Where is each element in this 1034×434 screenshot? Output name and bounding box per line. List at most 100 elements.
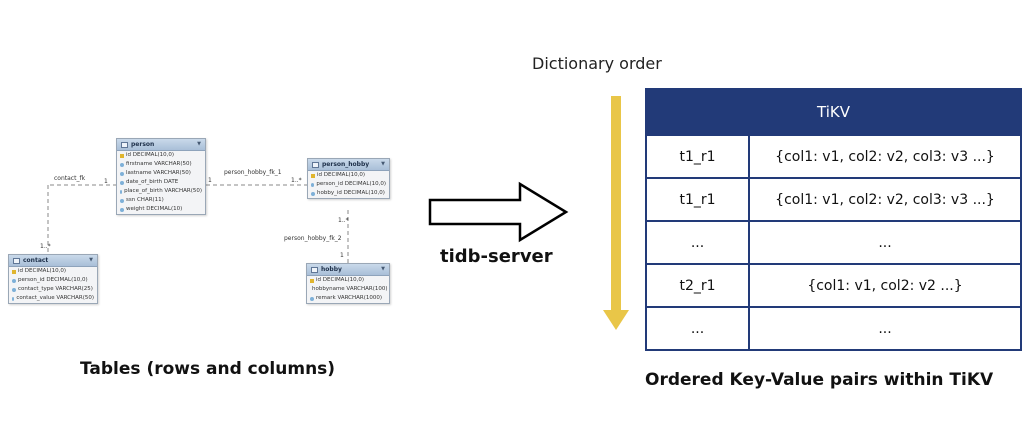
er-column-label: ssn CHAR(11) (126, 197, 164, 203)
er-column-label: weight DECIMAL(10) (126, 206, 183, 212)
chevron-down-icon: ▼ (381, 266, 385, 272)
kv-key-cell: t1_r1 (647, 179, 750, 220)
er-column-label: hobby_id DECIMAL(10,0) (317, 190, 385, 196)
er-table-hobby: hobby ▼ id DECIMAL(10,0) hobbyname VARCH… (306, 263, 390, 304)
table-row: t1_r1 {col1: v1, col2: v2, col3: v3 ...} (647, 177, 1020, 220)
cardinality-label: 1..* (338, 217, 349, 224)
cardinality-label: 1 (208, 177, 212, 184)
er-column: hobbyname VARCHAR(100) (307, 285, 389, 294)
er-column: hobby_id DECIMAL(10,0) (308, 189, 389, 198)
cardinality-label: 1..* (40, 243, 51, 250)
er-column-label: date_of_birth DATE (126, 179, 179, 185)
dictionary-order-label: Dictionary order (532, 54, 662, 73)
er-column: place_of_birth VARCHAR(50) (117, 187, 205, 196)
er-column-label: lastname VARCHAR(50) (126, 170, 191, 176)
er-column-label: firstname VARCHAR(50) (126, 161, 192, 167)
er-column-label: id DECIMAL(10,0) (317, 172, 366, 178)
primary-key-icon (310, 278, 314, 283)
er-column-label: person_id DECIMAL(10,0) (316, 181, 386, 187)
kv-value-cell: {col1: v1, col2: v2, col3: v3 ...} (775, 148, 995, 165)
tikv-table-title: TiKV (647, 90, 1020, 134)
er-column: contact_type VARCHAR(25) (9, 285, 97, 294)
er-table-contact: contact ▼ id DECIMAL(10,0) person_id DEC… (8, 254, 98, 304)
er-table-header: contact ▼ (9, 255, 97, 267)
cardinality-label: 1..* (291, 177, 302, 184)
er-table-header: person ▼ (117, 139, 205, 151)
er-column: ssn CHAR(11) (117, 196, 205, 205)
tikv-table: TiKV t1_r1 {col1: v1, col2: v2, col3: v3… (645, 88, 1022, 351)
chevron-down-icon: ▼ (381, 161, 385, 167)
kv-value-cell: ... (878, 234, 892, 251)
er-table-person-hobby: person_hobby ▼ id DECIMAL(10,0) person_i… (307, 158, 390, 199)
table-icon (121, 141, 128, 148)
er-column: remark VARCHAR(1000) (307, 294, 389, 303)
er-column: date_of_birth DATE (117, 178, 205, 187)
er-column-label: person_id DECIMAL(10,0) (18, 277, 88, 283)
er-column: person_id DECIMAL(10,0) (308, 180, 389, 189)
er-column: id DECIMAL(10,0) (117, 151, 205, 160)
er-column-label: id DECIMAL(10,0) (316, 277, 365, 283)
kv-value-cell: ... (878, 320, 892, 337)
column-icon (12, 287, 16, 292)
kv-key-cell: ... (647, 308, 750, 349)
relation-label-person-hobby-fk-2: person_hobby_fk_2 (284, 235, 342, 242)
primary-key-icon (12, 269, 16, 274)
column-icon (120, 198, 124, 203)
er-column-label: hobbyname VARCHAR(100) (312, 286, 388, 292)
table-icon (311, 266, 318, 273)
table-icon (312, 161, 319, 168)
primary-key-icon (311, 173, 315, 178)
chevron-down-icon: ▼ (89, 257, 93, 263)
relation-label-person-hobby-fk-1: person_hobby_fk_1 (224, 169, 282, 176)
column-icon (120, 180, 124, 185)
table-row: ... ... (647, 306, 1020, 349)
tidb-server-label: tidb-server (440, 246, 553, 267)
er-column: person_id DECIMAL(10,0) (9, 276, 97, 285)
kv-value-cell: {col1: v1, col2: v2 ...} (807, 277, 963, 294)
er-column-label: place_of_birth VARCHAR(50) (124, 188, 202, 194)
table-row: t1_r1 {col1: v1, col2: v2, col3: v3 ...} (647, 134, 1020, 177)
er-column-label: id DECIMAL(10,0) (18, 268, 67, 274)
er-column: contact_value VARCHAR(50) (9, 294, 97, 303)
table-row: ... ... (647, 220, 1020, 263)
er-column: lastname VARCHAR(50) (117, 169, 205, 178)
er-column: id DECIMAL(10,0) (308, 171, 389, 180)
chevron-down-icon: ▼ (197, 141, 201, 147)
er-column: id DECIMAL(10,0) (9, 267, 97, 276)
er-column-label: contact_value VARCHAR(50) (16, 295, 94, 301)
table-icon (13, 257, 20, 264)
tables-caption: Tables (rows and columns) (80, 359, 336, 379)
column-icon (120, 189, 123, 194)
foreign-key-icon (12, 278, 16, 283)
kv-caption: Ordered Key-Value pairs within TiKV (645, 370, 994, 390)
kv-key-cell: ... (647, 222, 750, 263)
er-table-name: contact (23, 257, 49, 264)
cardinality-label: 1 (104, 178, 108, 185)
kv-key-cell: t2_r1 (647, 265, 750, 306)
table-row: t2_r1 {col1: v1, col2: v2 ...} (647, 263, 1020, 306)
er-column: firstname VARCHAR(50) (117, 160, 205, 169)
right-arrow-icon (428, 181, 569, 243)
er-column-label: id DECIMAL(10,0) (126, 152, 175, 158)
kv-key-cell: t1_r1 (647, 136, 750, 177)
er-column: id DECIMAL(10,0) (307, 276, 389, 285)
er-table-name: hobby (321, 266, 342, 273)
er-column: weight DECIMAL(10) (117, 205, 205, 214)
cardinality-label: 1 (340, 252, 344, 259)
foreign-key-icon (311, 191, 315, 196)
er-table-name: person_hobby (322, 161, 370, 168)
column-icon (120, 171, 124, 176)
er-table-header: person_hobby ▼ (308, 159, 389, 171)
down-arrow-icon (603, 96, 629, 330)
er-table-name: person (131, 141, 155, 148)
primary-key-icon (120, 153, 124, 158)
er-column-label: remark VARCHAR(1000) (316, 295, 383, 301)
er-table-header: hobby ▼ (307, 264, 389, 276)
column-icon (120, 162, 124, 167)
column-icon (120, 207, 124, 212)
relation-label-contact-fk: contact_fk (54, 175, 86, 182)
column-icon (310, 296, 314, 301)
kv-value-cell: {col1: v1, col2: v2, col3: v3 ...} (775, 191, 995, 208)
foreign-key-icon (311, 182, 315, 187)
